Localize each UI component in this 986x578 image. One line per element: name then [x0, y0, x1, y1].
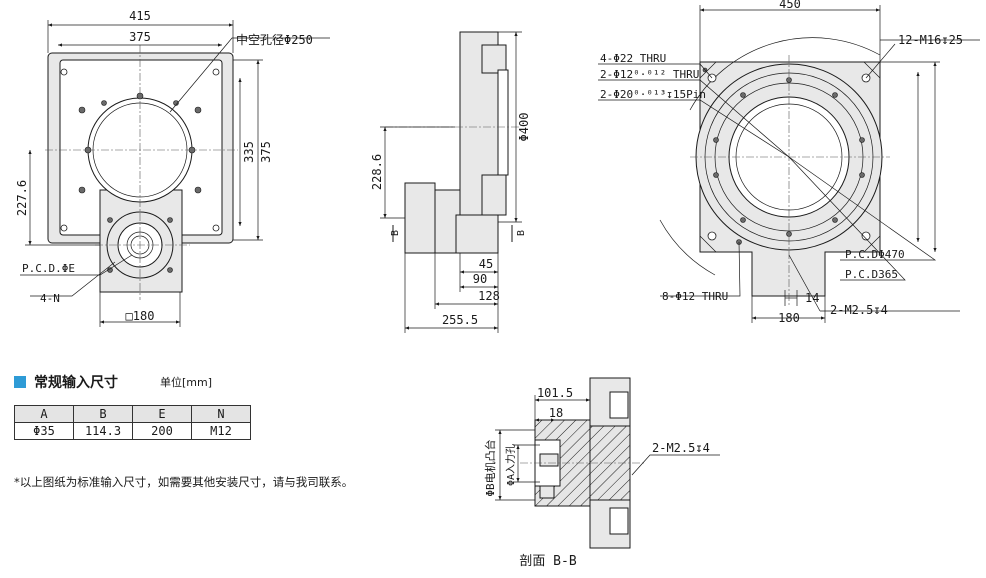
dim-45: 45 — [479, 257, 493, 271]
side-view: 228.6 Φ400 45 90 128 255.5 B B — [370, 31, 531, 333]
front-bolts — [60, 68, 220, 273]
cell-a: Φ35 — [14, 422, 74, 440]
table-header-row: A B E N — [14, 405, 251, 423]
phi20-pin-label: 2-Φ20⁰·⁰¹³↧15Pin — [600, 88, 706, 101]
hollow-hole-label: 中空孔径Φ250 — [236, 32, 313, 47]
dim-128: 128 — [478, 289, 500, 303]
m2-5-label: 2-M2.5↧4 — [830, 303, 888, 317]
input-dimension-panel: 常规输入尺寸 单位[mm] A B E N Φ35 114.3 200 M12 … — [14, 372, 353, 489]
phi22-label: 4-Φ22 THRU — [600, 52, 666, 65]
input-table-header: 常规输入尺寸 单位[mm] — [14, 372, 284, 392]
input-table-title: 常规输入尺寸 — [34, 375, 118, 391]
cell-e: 200 — [132, 422, 192, 440]
phi-400: Φ400 — [517, 113, 531, 142]
footnote: *以上图纸为标准输入尺寸，如需要其他安装尺寸，请与我司联系。 — [14, 475, 354, 489]
header-n: N — [191, 405, 251, 423]
unit-label: 单位[mm] — [160, 376, 213, 389]
section-m2-5-label: 2-M2.5↧4 — [652, 441, 710, 455]
four-n-label: 4-N — [40, 292, 60, 305]
dim-375-side: 375 — [259, 141, 273, 163]
dim-101-5: 101.5 — [537, 386, 573, 400]
dim-335: 335 — [242, 141, 256, 163]
cell-n: M12 — [191, 422, 251, 440]
dim-180-right: 180 — [778, 311, 800, 325]
dim-227-6: 227.6 — [15, 180, 29, 216]
dim-415: 415 — [129, 9, 151, 23]
header-b: B — [73, 405, 133, 423]
section-caption: 剖面 B-B — [519, 554, 576, 569]
cell-b: 114.3 — [73, 422, 133, 440]
right-view: 450 12-M16↧25 4-Φ22 THRU 2-Φ12⁰·⁰¹² THRU… — [598, 0, 980, 325]
motor-boss-label: ΦB电机凸台 — [483, 439, 497, 496]
right-bolts — [702, 67, 871, 245]
dim-18: 18 — [549, 406, 563, 420]
phi12-thru-label: 8-Φ12 THRU — [662, 290, 728, 303]
m16-label: 12-M16↧25 — [898, 33, 963, 47]
dim-255-5: 255.5 — [442, 313, 478, 327]
pcd-e-label: P.C.D.ΦE — [22, 262, 75, 275]
dim-228-6: 228.6 — [370, 154, 384, 190]
section-view: 101.5 18 ΦB电机凸台 ΦA入力孔 2-M2.5↧4 剖面 B-B — [483, 377, 720, 569]
section-mark-right: B — [516, 230, 527, 236]
section-mark-left: B — [390, 230, 401, 236]
pcd470-label: P.C.DΦ470 — [845, 248, 905, 261]
input-hole-label: ΦA入力孔 — [504, 444, 517, 486]
input-dimension-table: A B E N Φ35 114.3 200 M12 — [14, 405, 251, 440]
header-e: E — [132, 405, 192, 423]
dim-14: 14 — [805, 291, 819, 305]
blue-square-icon — [14, 376, 26, 388]
pcd365-label: P.C.D365 — [845, 268, 898, 281]
square-180-label: □180 — [126, 309, 155, 323]
phi12-pin-label: 2-Φ12⁰·⁰¹² THRU — [600, 68, 699, 81]
dim-450: 450 — [779, 0, 801, 11]
dim-90: 90 — [473, 272, 487, 286]
header-a: A — [14, 405, 74, 423]
dim-375-top: 375 — [129, 30, 151, 44]
table-row: Φ35 114.3 200 M12 — [14, 422, 251, 440]
front-view: 415 375 中空孔径Φ250 335 375 227.6 P.C.D.ΦE … — [15, 9, 330, 327]
